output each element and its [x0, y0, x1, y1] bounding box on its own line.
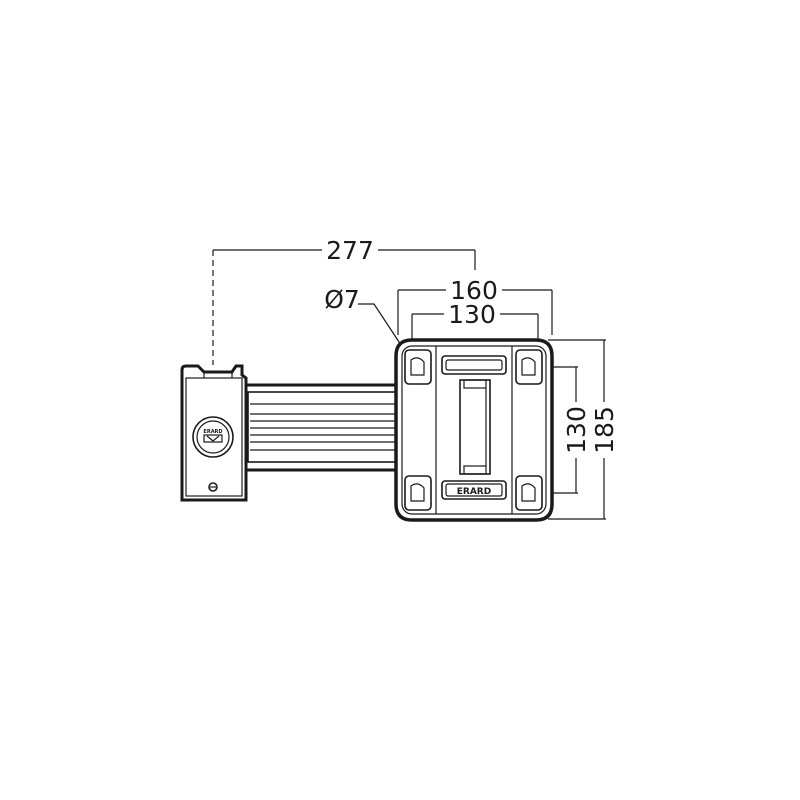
- plate-logo-badge-inner: [445, 483, 503, 497]
- hole-frame: [404, 349, 432, 385]
- plate-slot-top: [441, 355, 507, 375]
- medallion-arrow: [206, 435, 220, 442]
- leader-line: [358, 303, 404, 349]
- medallion-inner: [196, 420, 230, 454]
- dimension-plate-width-outer: 160: [397, 276, 553, 335]
- medallion-plate: [203, 434, 223, 443]
- medallion-outer: [192, 416, 234, 458]
- hole-frame: [404, 475, 432, 511]
- dim-label-185: 185: [590, 406, 619, 454]
- housing-brand-logo: ERARD: [203, 429, 222, 435]
- dimension-plate-height-outer: 185: [548, 339, 619, 520]
- plate-inner-edge: [401, 345, 547, 515]
- hole-slot: [410, 357, 425, 376]
- plate-slot-top-inner: [445, 359, 503, 371]
- bracket-top-clip: [463, 379, 487, 389]
- bracket-bottom-clip: [463, 465, 487, 475]
- mounting-hole-top-right: [515, 349, 543, 385]
- housing-outline: [180, 364, 248, 502]
- hole-slot: [410, 483, 425, 502]
- housing-logo-medallion: ERARD: [192, 416, 234, 458]
- dimension-plate-width-inner: 130: [411, 300, 539, 345]
- plate-outline: [394, 338, 554, 522]
- dim-label-130-vertical: 130: [562, 406, 591, 454]
- dimension-hole-diameter: Ø7: [324, 285, 404, 349]
- mounting-hole-bottom-left: [404, 475, 432, 511]
- hole-frame: [515, 475, 543, 511]
- plate-brand-logo: ERARD: [457, 487, 491, 497]
- housing-screw: [208, 482, 218, 492]
- dim-label-160: 160: [450, 276, 498, 305]
- dimension-plate-height-inner: 130: [545, 366, 591, 494]
- mounting-hole-top-left: [404, 349, 432, 385]
- plate-logo-badge: [441, 480, 507, 500]
- mounting-hole-bottom-right: [515, 475, 543, 511]
- hole-frame: [515, 349, 543, 385]
- arm-bracket: [459, 379, 491, 475]
- housing-inner-edge: [185, 377, 243, 497]
- dim-label-277: 277: [326, 236, 374, 265]
- dim-label-130-horizontal: 130: [448, 300, 496, 329]
- wall-plate: ERARD: [394, 338, 554, 522]
- hole-slot: [521, 483, 536, 502]
- sign-housing: ERARD: [180, 364, 248, 502]
- dimension-overall-length: 277: [212, 236, 476, 365]
- screw-head: [208, 482, 218, 492]
- hole-slot: [521, 357, 536, 376]
- dim-label-hole-diameter: Ø7: [324, 285, 360, 314]
